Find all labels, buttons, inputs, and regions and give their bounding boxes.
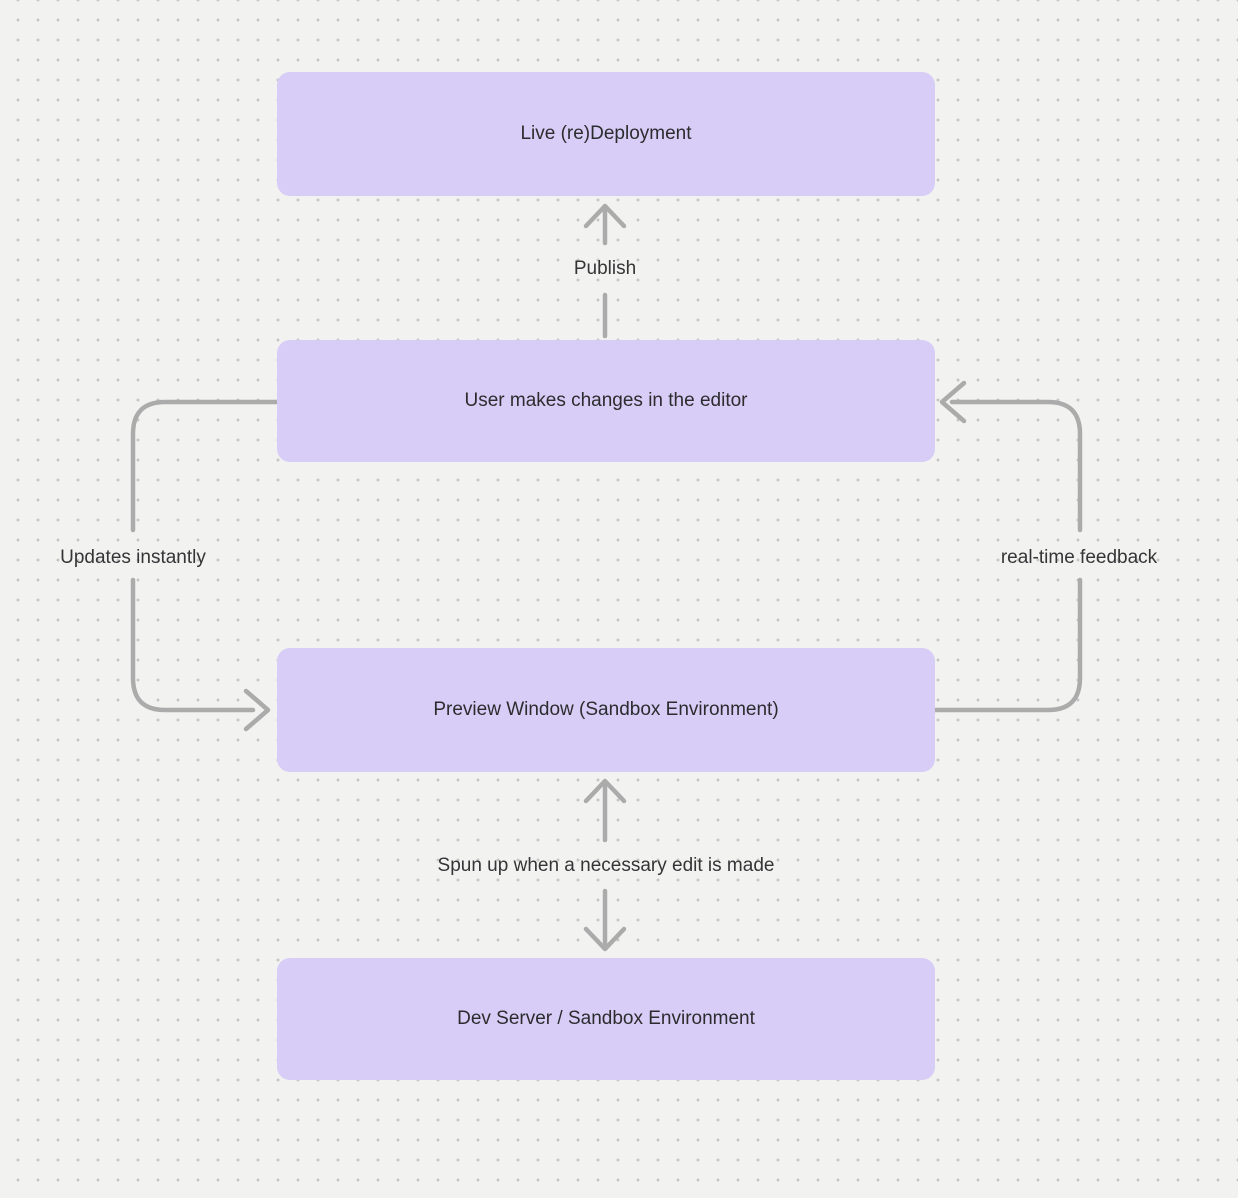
spun-up-arrowhead-icon (583, 778, 627, 804)
updates-segment-top (130, 399, 280, 533)
publish-arrowhead-icon (583, 203, 627, 229)
node-editor-label: User makes changes in the editor (464, 389, 748, 411)
node-preview-window: Preview Window (Sandbox Environment) (277, 648, 935, 772)
node-live-deployment-label: Live (re)Deployment (520, 122, 692, 144)
edge-label-spun-up: Spun up when a necessary edit is made (437, 855, 775, 876)
feedback-segment-top (949, 399, 1083, 533)
node-live-deployment: Live (re)Deployment (277, 72, 935, 196)
node-editor: User makes changes in the editor (277, 340, 935, 462)
node-dev-server: Dev Server / Sandbox Environment (277, 958, 935, 1080)
updates-arrowhead-icon (243, 688, 271, 732)
edge-label-publish: Publish (573, 258, 637, 279)
node-preview-window-label: Preview Window (Sandbox Environment) (433, 698, 779, 720)
spun-down-arrowhead-icon (583, 926, 627, 952)
edge-label-realtime-feedback: real-time feedback (1000, 547, 1158, 568)
feedback-arrowhead-icon (939, 380, 967, 424)
edge-label-updates-instantly: Updates instantly (60, 547, 206, 568)
node-dev-server-label: Dev Server / Sandbox Environment (457, 1007, 755, 1029)
feedback-segment-bottom (932, 577, 1083, 713)
updates-segment-bottom (130, 577, 256, 713)
